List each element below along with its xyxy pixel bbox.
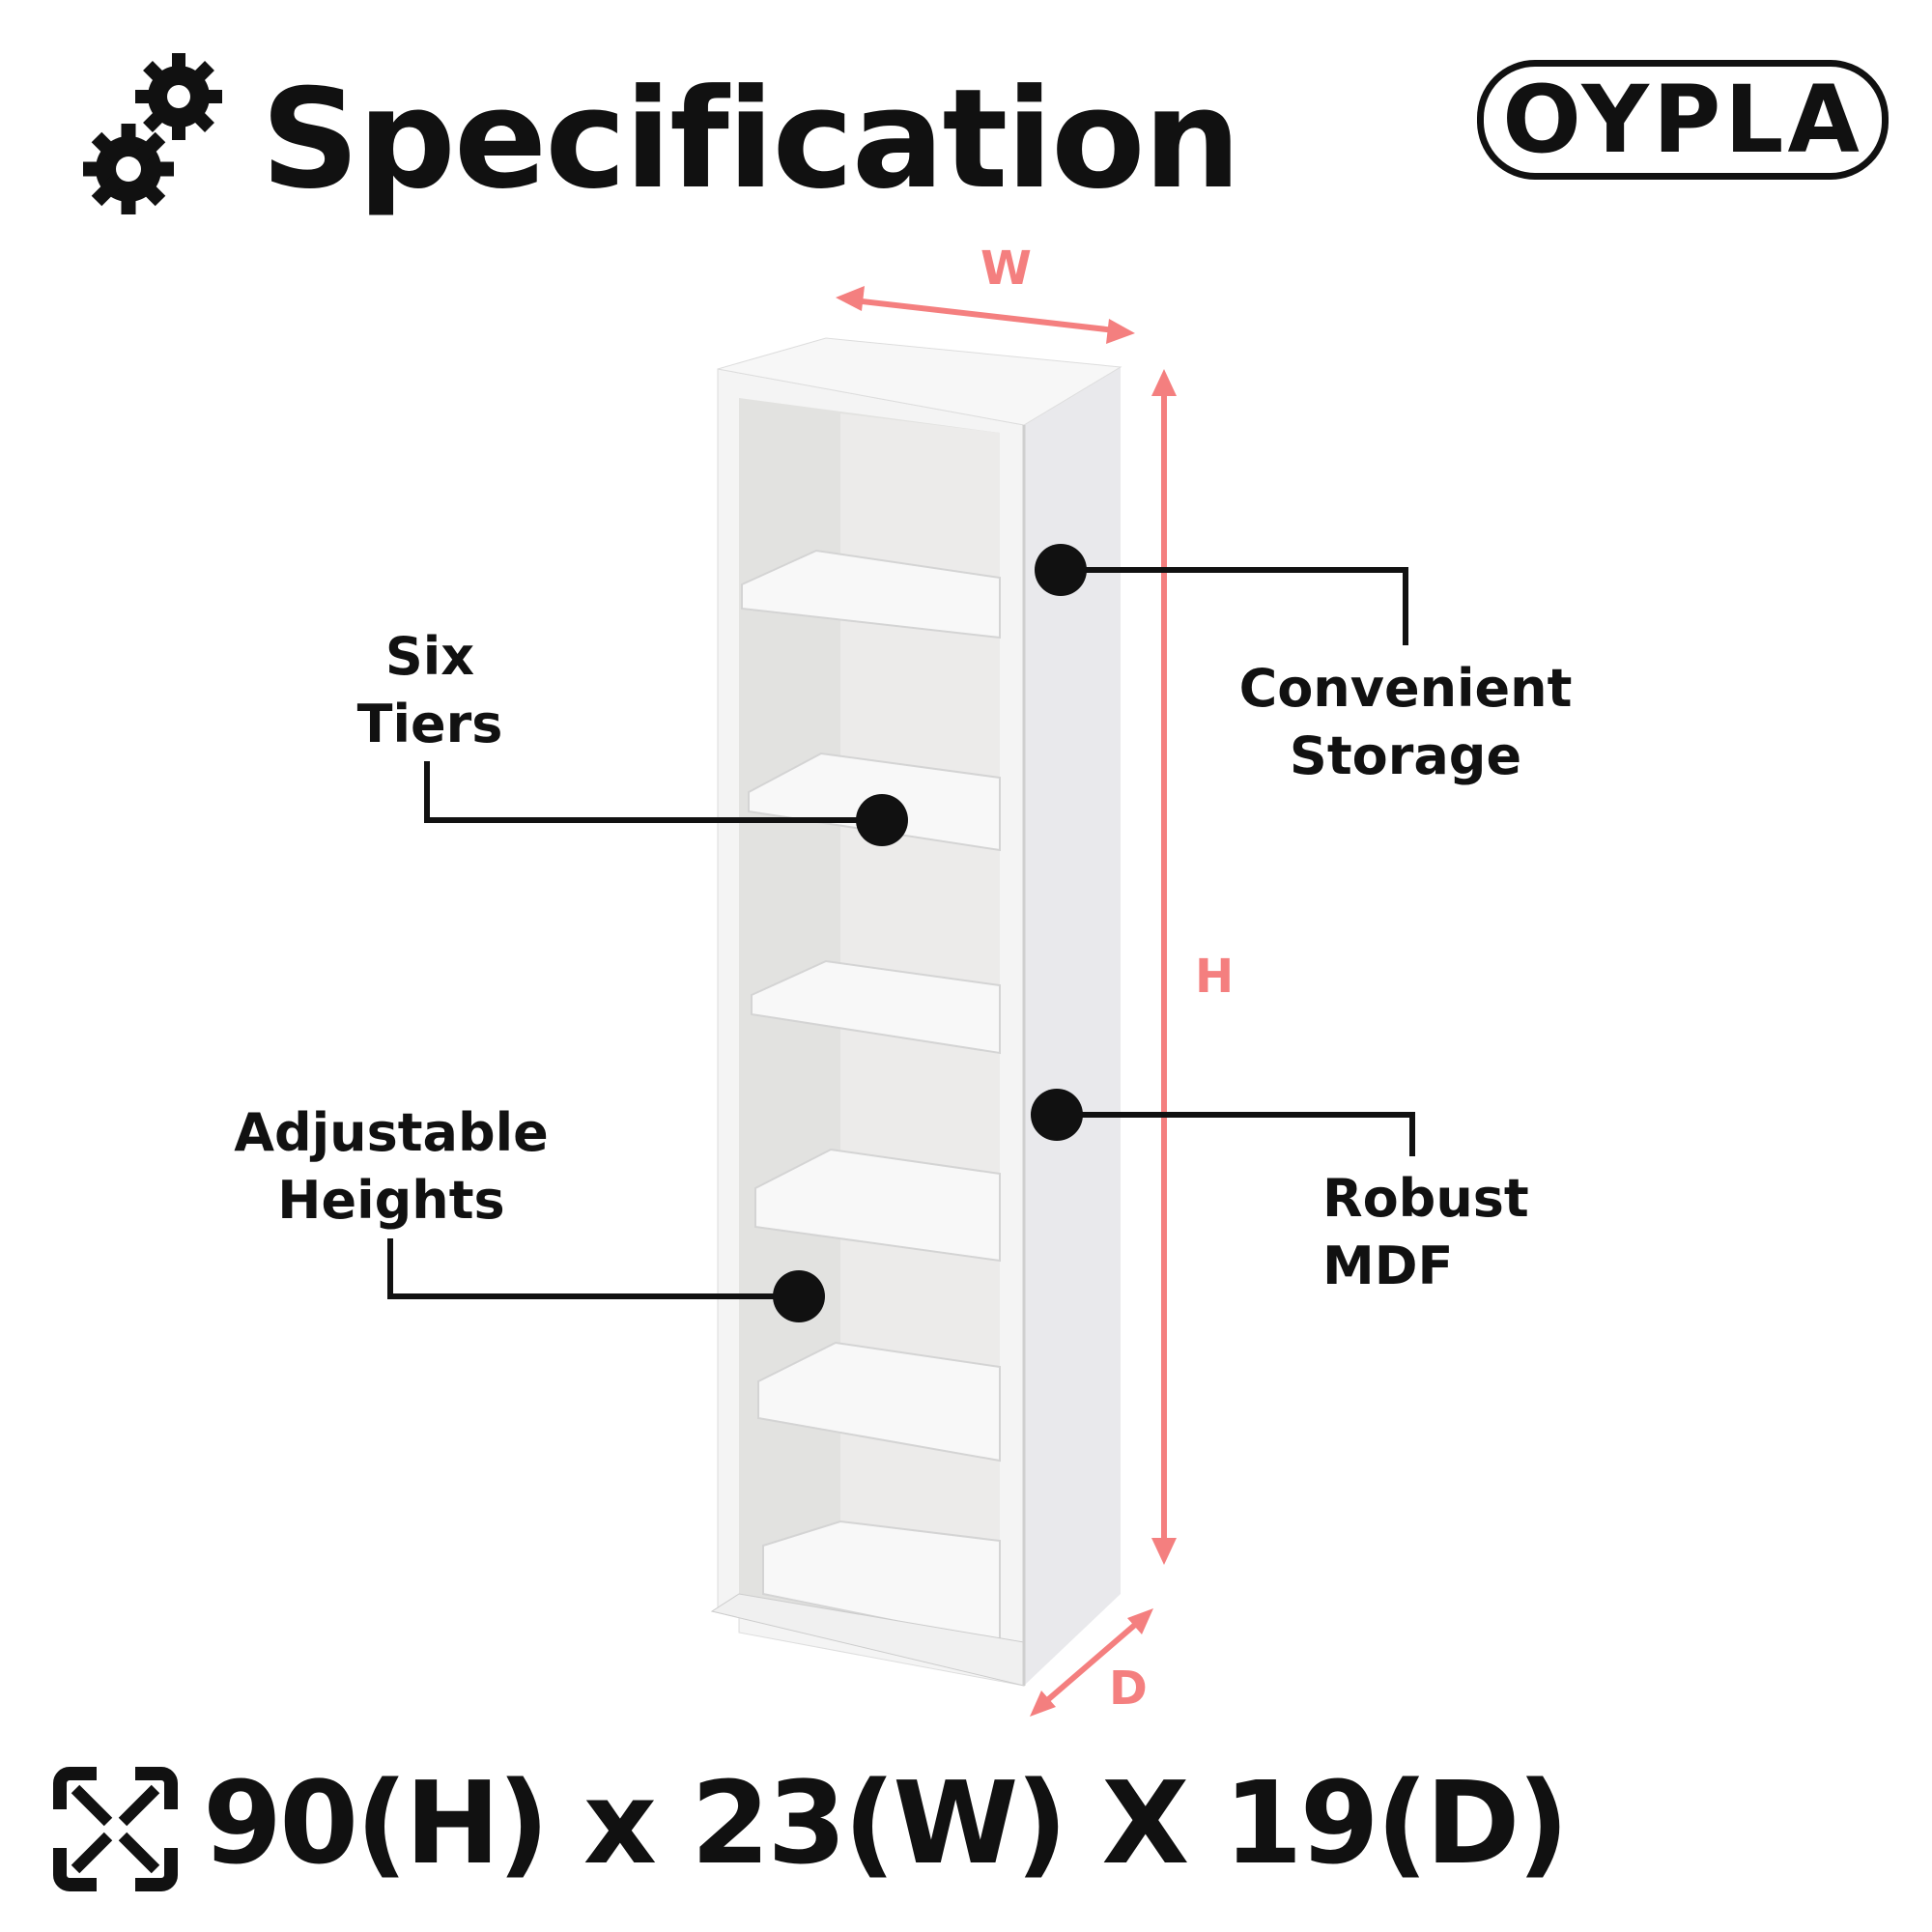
- brand-logo: OYPLA: [1477, 60, 1889, 180]
- gears-icon: [83, 53, 222, 214]
- callout-text: Adjustable: [234, 1102, 549, 1163]
- callout-six-tiers: Six Tiers: [285, 623, 575, 758]
- callout-adjustable-heights: Adjustable Heights: [198, 1099, 584, 1235]
- dimensions-text: 90(H) x 23(W) X 19(D): [203, 1756, 1569, 1889]
- callout-text: MDF: [1322, 1236, 1454, 1296]
- callout-lines: [387, 567, 1415, 1299]
- depth-label: D: [1109, 1662, 1148, 1716]
- callout-dots: [773, 544, 1087, 1322]
- callout-text: Heights: [277, 1170, 505, 1231]
- callout-text: Tiers: [356, 694, 503, 754]
- width-label: W: [980, 242, 1032, 296]
- expand-arrows-icon: [43, 1758, 188, 1903]
- callout-convenient-storage: Convenient Storage: [1212, 655, 1599, 790]
- height-label: H: [1195, 950, 1235, 1004]
- callout-text: Convenient: [1238, 658, 1573, 719]
- page-title: Specification: [261, 60, 1241, 219]
- callout-text: Robust: [1322, 1168, 1529, 1229]
- callout-robust-mdf: Robust MDF: [1322, 1165, 1529, 1300]
- callout-text: Six: [384, 626, 475, 687]
- dimension-arrows: [836, 286, 1177, 1717]
- bookcase-image: [710, 337, 1122, 1687]
- callout-text: Storage: [1289, 725, 1522, 786]
